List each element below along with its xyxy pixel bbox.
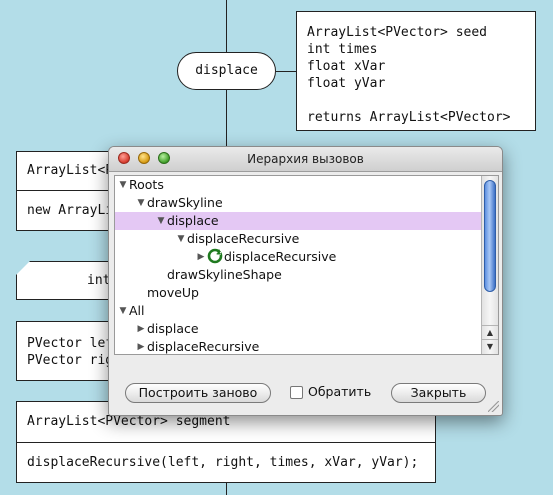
parameters-box: ArrayList<PVector> seed int times float … <box>296 11 536 131</box>
vertical-scrollbar[interactable]: ▲ ▼ <box>481 176 498 354</box>
tree-item-moveup[interactable]: moveUp <box>115 284 482 302</box>
start-node[interactable]: displace <box>177 52 276 90</box>
tree-item-label: displaceRecursive <box>224 249 337 264</box>
expanded-triangle-icon[interactable]: ▼ <box>177 234 185 244</box>
tree-item-roots[interactable]: ▼Roots <box>115 176 482 194</box>
recursion-icon <box>207 248 223 264</box>
param-line: ArrayList<PVector> seed <box>307 25 488 40</box>
param-line: float xVar <box>307 59 386 74</box>
tree-item-label: moveUp <box>147 285 199 300</box>
tree-item-label: All <box>129 303 145 318</box>
tree-item-label: drawSkyline <box>147 195 223 210</box>
collapsed-triangle-icon[interactable]: ▶ <box>137 324 145 334</box>
expanded-triangle-icon[interactable]: ▼ <box>137 198 145 208</box>
expanded-triangle-icon[interactable]: ▼ <box>119 306 127 316</box>
param-line: returns ArrayList<PVector> <box>307 110 511 125</box>
tree-item-all-displace[interactable]: ▶displace <box>115 320 482 338</box>
segment-decl: ArrayList<PVector> segment <box>17 402 435 443</box>
tree-item-label: displaceRecursive <box>187 231 300 246</box>
flow-connector-params <box>276 71 297 72</box>
expanded-triangle-icon[interactable]: ▼ <box>157 216 165 226</box>
start-node-label: displace <box>195 63 258 78</box>
param-line <box>297 92 535 109</box>
tree-item-label: displace <box>167 213 219 228</box>
segment-call: displaceRecursive(left, right, times, xV… <box>27 455 419 470</box>
title-bar[interactable]: Иерархия вызовов <box>109 147 502 172</box>
tree-item-displace-selected[interactable]: ▼displace <box>115 212 482 230</box>
call-tree[interactable]: ▼Roots ▼drawSkyline ▼displace ▼displaceR… <box>114 175 499 355</box>
reverse-label: Обратить <box>308 384 372 399</box>
call-hierarchy-dialog: Иерархия вызовов ▼Roots ▼drawSkyline ▼di… <box>108 146 503 416</box>
tree-item-all[interactable]: ▼All <box>115 302 482 320</box>
close-window-icon[interactable] <box>118 152 130 164</box>
tree-item-label: Roots <box>129 177 164 192</box>
collapsed-triangle-icon[interactable]: ▶ <box>137 342 145 352</box>
param-line: float yVar <box>307 76 386 91</box>
tree-item-label: displace <box>147 321 199 336</box>
reverse-checkbox[interactable] <box>290 386 303 399</box>
tree-item-label: displaceRecursive <box>147 339 260 354</box>
tree-item-drawskylineshape[interactable]: drawSkylineShape <box>115 266 482 284</box>
close-button[interactable]: Закрыть <box>391 383 486 403</box>
resize-grip-icon[interactable] <box>488 401 499 412</box>
scrollbar-thumb[interactable] <box>484 180 496 292</box>
minimize-window-icon[interactable] <box>138 152 150 164</box>
tree-item-drawskyline[interactable]: ▼drawSkyline <box>115 194 482 212</box>
scroll-down-icon[interactable]: ▼ <box>482 339 498 354</box>
dialog-title: Иерархия вызовов <box>247 152 364 166</box>
tree-item-displacerecursive-recursion[interactable]: ▶ displaceRecursive <box>115 248 482 266</box>
scroll-up-icon[interactable]: ▲ <box>482 325 498 340</box>
collapsed-triangle-icon[interactable]: ▶ <box>197 252 205 262</box>
expanded-triangle-icon[interactable]: ▼ <box>119 180 127 190</box>
tree-item-label: drawSkylineShape <box>167 267 282 282</box>
tree-item-displacerecursive[interactable]: ▼displaceRecursive <box>115 230 482 248</box>
param-line: int times <box>307 42 378 57</box>
tree-item-all-displacerecursive[interactable]: ▶displaceRecursive <box>115 338 482 354</box>
rebuild-button[interactable]: Построить заново <box>125 383 271 403</box>
zoom-window-icon[interactable] <box>158 152 170 164</box>
